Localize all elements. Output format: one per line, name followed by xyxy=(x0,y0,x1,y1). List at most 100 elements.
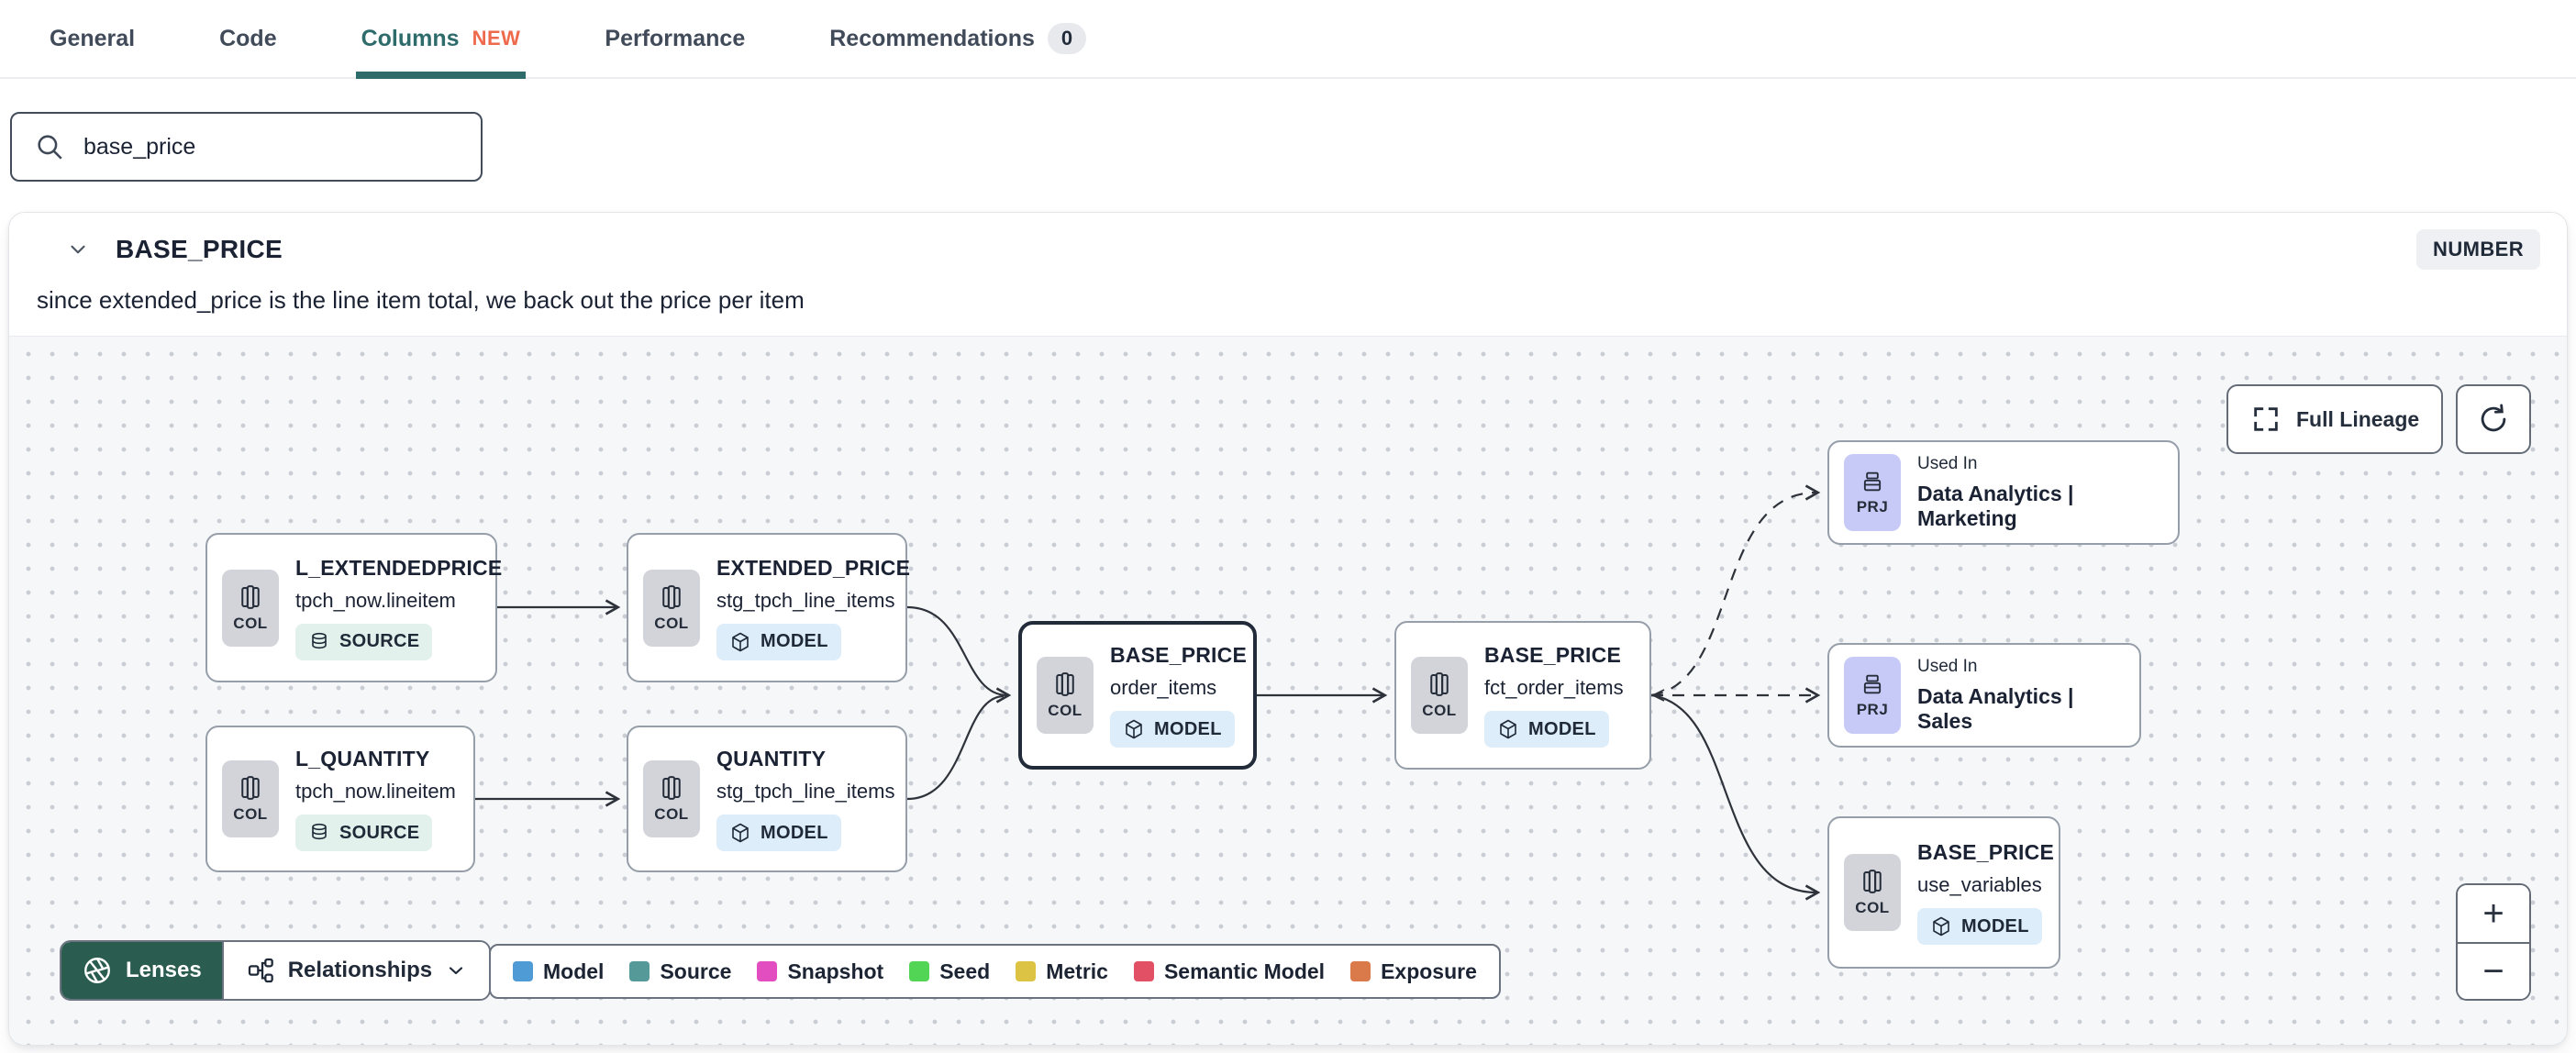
legend-label: Seed xyxy=(939,959,991,983)
cube-icon xyxy=(1126,719,1142,739)
col-chip: COL xyxy=(1411,657,1468,734)
cube-icon xyxy=(732,823,749,843)
lineage-node-base-price-order-items[interactable]: COL BASE_PRICE order_items MODEL xyxy=(1018,621,1257,770)
legend-item-metric: Metric xyxy=(1016,959,1108,984)
lineage-node-quantity[interactable]: COL QUANTITY stg_tpch_line_items MODEL xyxy=(627,726,907,872)
resource-legend: Model Source Snapshot Seed Metric Semant… xyxy=(489,944,1501,999)
lineage-node-extended-price[interactable]: COL EXTENDED_PRICE stg_tpch_line_items M… xyxy=(627,533,910,682)
column-name: BASE_PRICE xyxy=(116,235,283,263)
columns-icon xyxy=(1056,672,1074,696)
search-icon xyxy=(38,135,62,160)
lineage-node-l-extendedprice[interactable]: COL L_EXTENDEDPRICE tpch_now.lineitem SO… xyxy=(205,533,502,682)
col-chip: COL xyxy=(643,760,700,837)
legend-item-seed: Seed xyxy=(909,959,990,984)
node-subtitle: fct_order_items xyxy=(1484,676,1624,699)
zoom-in-button[interactable]: + xyxy=(2458,885,2529,942)
column-type-badge: NUMBER xyxy=(2416,229,2540,270)
tab-general[interactable]: General xyxy=(50,0,135,77)
search-box[interactable] xyxy=(10,112,483,182)
node-subtitle: tpch_now.lineitem xyxy=(295,780,456,803)
tab-bar: General Code Columns NEW Performance Rec… xyxy=(0,0,2576,79)
legend-label: Exposure xyxy=(1381,959,1477,983)
tab-columns-label: Columns xyxy=(361,25,460,51)
lineage-canvas[interactable]: COL L_EXTENDEDPRICE tpch_now.lineitem SO… xyxy=(9,336,2567,1045)
resource-badge-source: SOURCE xyxy=(295,623,433,660)
full-lineage-button[interactable]: Full Lineage xyxy=(2226,384,2444,454)
node-subtitle: tpch_now.lineitem xyxy=(295,588,456,612)
resource-badge-model: MODEL xyxy=(1917,908,2042,945)
used-in-project: Data Analytics | Marketing xyxy=(1917,482,2074,530)
columns-icon xyxy=(241,584,260,609)
lineage-node-base-price-fct-order-items[interactable]: COL BASE_PRICE fct_order_items MODEL xyxy=(1394,621,1651,770)
tab-recommendations[interactable]: Recommendations 0 xyxy=(829,0,1087,77)
legend-label: Snapshot xyxy=(787,959,884,983)
lenses-toolbar: Lenses Relationships xyxy=(60,940,492,1001)
lenses-label: Lenses xyxy=(126,958,202,982)
columns-icon xyxy=(662,584,681,609)
search-row xyxy=(0,79,2576,182)
tab-code[interactable]: Code xyxy=(219,0,277,77)
refresh-button[interactable] xyxy=(2456,384,2531,454)
col-chip: COL xyxy=(1037,657,1094,734)
lineage-node-used-in-sales[interactable]: PRJ Used In Data Analytics | Sales xyxy=(1827,643,2141,748)
col-chip-label: COL xyxy=(1855,899,1890,916)
chevron-down-icon[interactable] xyxy=(66,238,90,261)
cube-icon xyxy=(732,632,749,651)
resource-label: MODEL xyxy=(1528,718,1596,739)
relationships-icon xyxy=(248,958,273,983)
tab-columns[interactable]: Columns NEW xyxy=(355,0,527,79)
node-title: BASE_PRICE xyxy=(1484,643,1621,667)
column-header: BASE_PRICE NUMBER since extended_price i… xyxy=(9,213,2567,315)
lineage-node-base-price-use-variables[interactable]: COL BASE_PRICE use_variables MODEL xyxy=(1827,816,2060,969)
legend-label: Semantic Model xyxy=(1163,959,1326,983)
project-icon xyxy=(1863,471,1882,492)
col-chip: COL xyxy=(222,760,279,837)
resource-badge-model: MODEL xyxy=(716,815,841,851)
new-badge: NEW xyxy=(472,27,521,50)
col-chip-label: COL xyxy=(654,614,689,632)
relationships-label: Relationships xyxy=(287,958,433,982)
resource-label: SOURCE xyxy=(339,631,420,651)
col-chip: COL xyxy=(222,569,279,647)
node-subtitle: order_items xyxy=(1110,676,1217,699)
legend-swatch xyxy=(757,961,778,981)
used-in-label: Used In xyxy=(1917,657,1978,676)
columns-icon xyxy=(662,776,681,800)
resource-badge-model: MODEL xyxy=(1110,711,1235,748)
used-in-project: Data Analytics | Sales xyxy=(1917,684,2074,733)
zoom-controls: + − xyxy=(2456,883,2531,1001)
aperture-icon xyxy=(84,958,110,983)
legend-label: Source xyxy=(660,959,732,983)
legend-swatch xyxy=(513,961,533,981)
prj-chip-label: PRJ xyxy=(1856,498,1889,515)
lenses-button[interactable]: Lenses xyxy=(61,942,222,999)
database-icon xyxy=(312,632,327,648)
tab-general-label: General xyxy=(50,25,136,51)
col-chip-label: COL xyxy=(1422,702,1457,719)
legend-item-exposure: Exposure xyxy=(1350,959,1477,984)
zoom-out-button[interactable]: − xyxy=(2458,942,2529,999)
lineage-node-used-in-marketing[interactable]: PRJ Used In Data Analytics | Marketing xyxy=(1827,440,2180,545)
search-input[interactable] xyxy=(83,133,459,161)
col-chip-label: COL xyxy=(233,805,268,823)
node-title: L_QUANTITY xyxy=(295,747,430,770)
lineage-node-l-quantity[interactable]: COL L_QUANTITY tpch_now.lineitem SOURCE xyxy=(205,726,475,872)
node-title: BASE_PRICE xyxy=(1917,840,2054,864)
tab-performance[interactable]: Performance xyxy=(605,0,745,77)
resource-label: MODEL xyxy=(1154,718,1222,739)
columns-icon xyxy=(1863,870,1882,893)
refresh-icon xyxy=(2481,404,2506,432)
column-description: since extended_price is the line item to… xyxy=(37,286,805,314)
col-chip: COL xyxy=(643,569,700,647)
legend-label: Metric xyxy=(1046,959,1108,983)
resource-badge-model: MODEL xyxy=(1484,711,1609,748)
resource-label: MODEL xyxy=(761,822,828,843)
col-chip: COL xyxy=(1844,854,1901,931)
legend-swatch xyxy=(1133,961,1154,981)
lineage-edges xyxy=(475,484,1821,901)
relationships-dropdown[interactable]: Relationships xyxy=(221,942,490,999)
full-lineage-label: Full Lineage xyxy=(2296,406,2420,431)
cube-icon xyxy=(1500,719,1516,739)
legend-swatch xyxy=(629,961,650,981)
legend-swatch xyxy=(1350,961,1371,981)
